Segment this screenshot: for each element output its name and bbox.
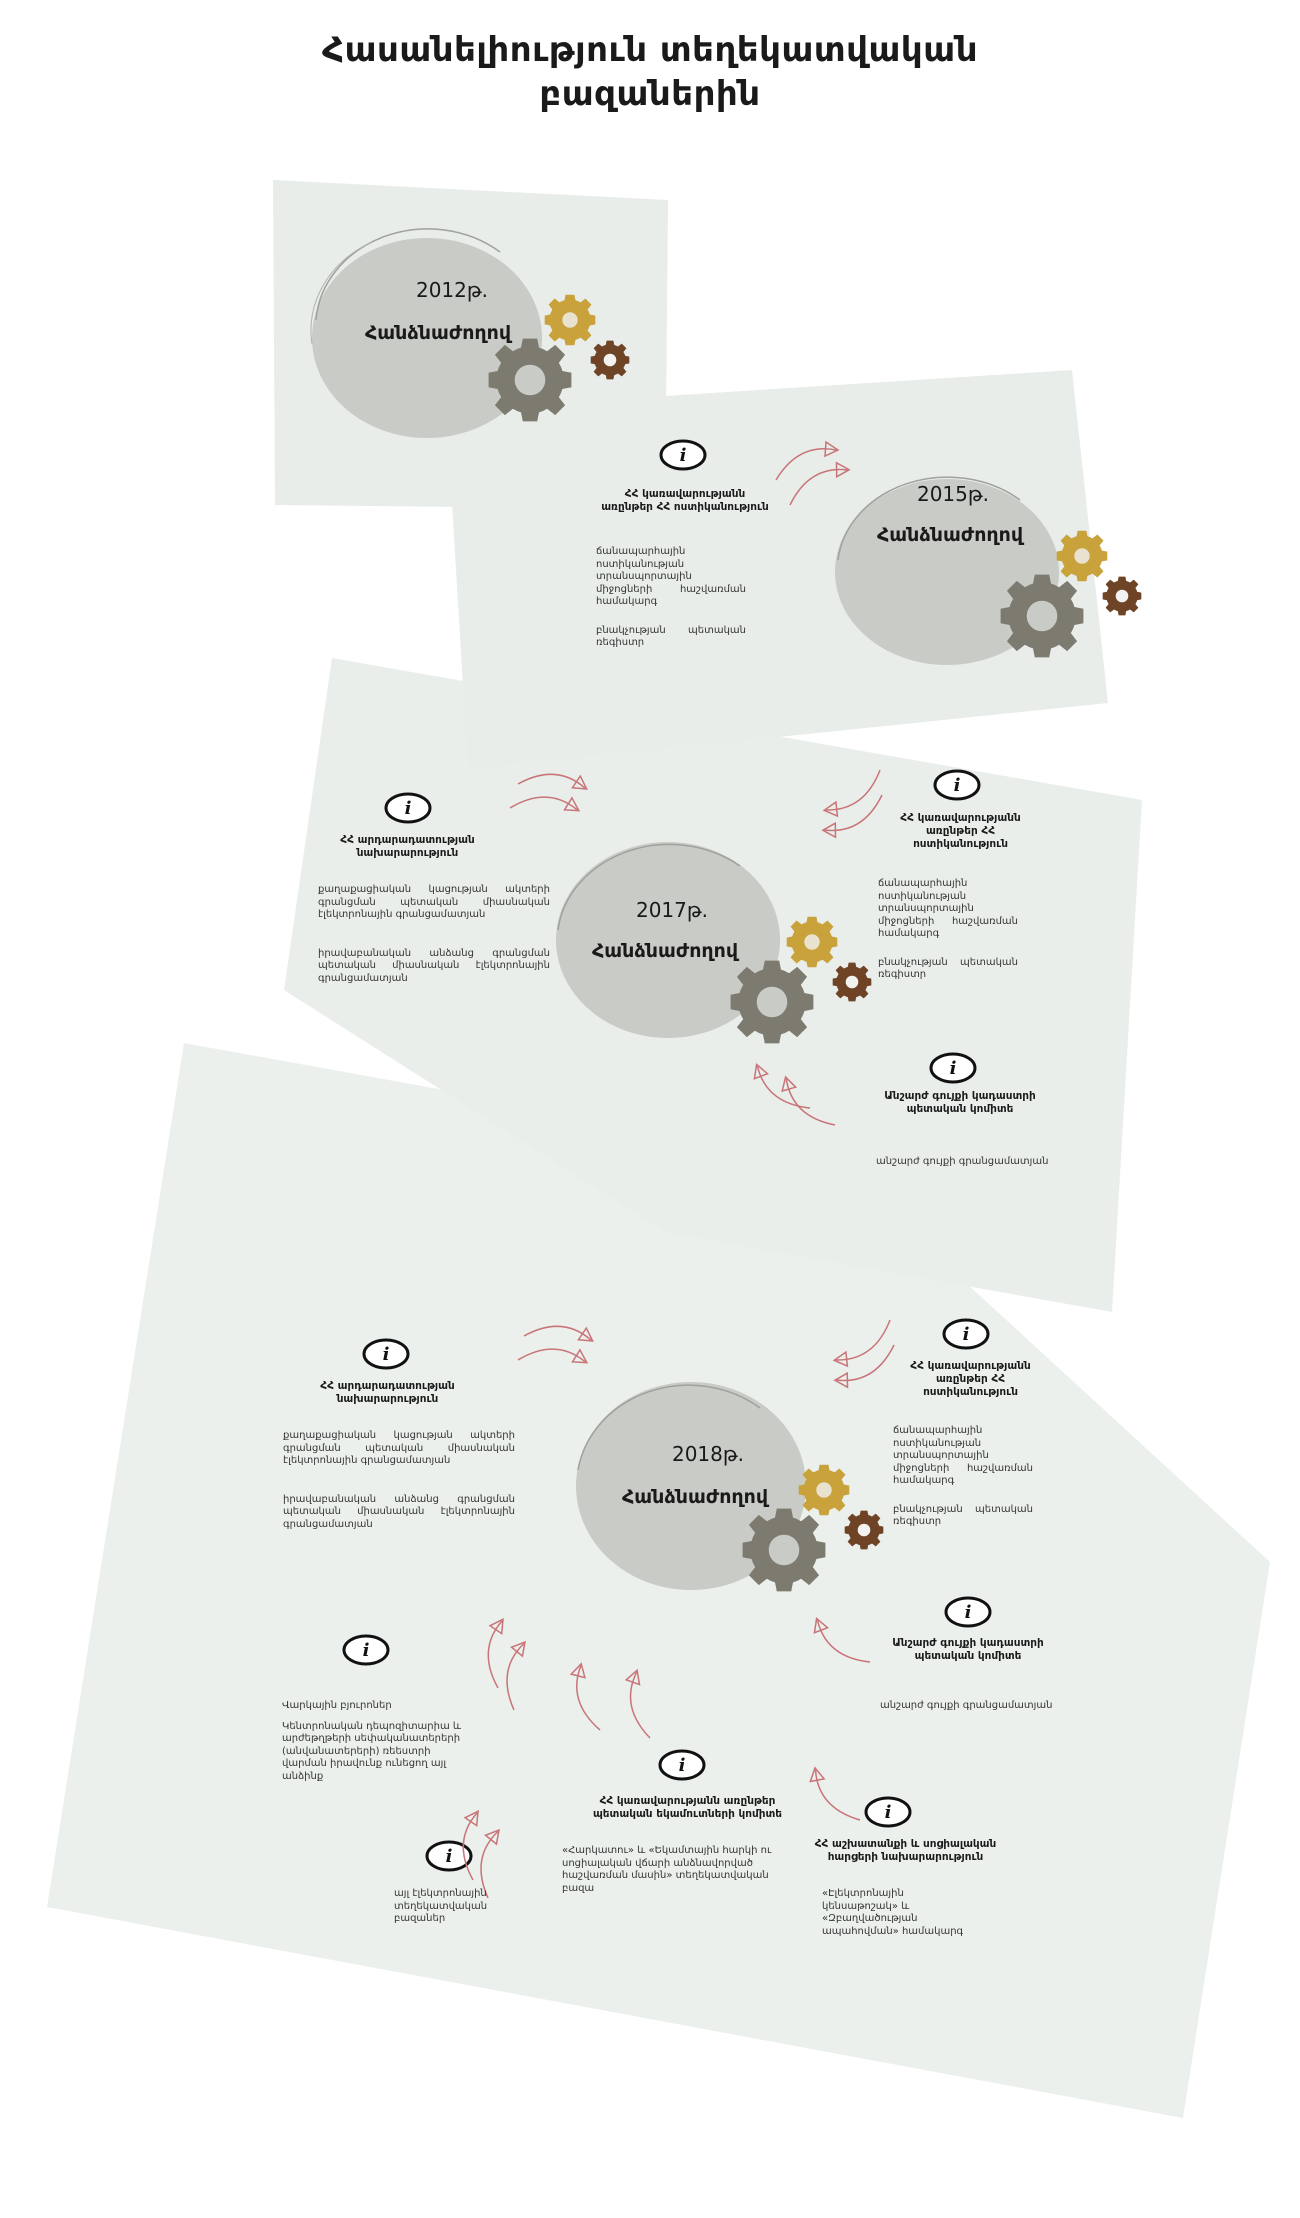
panel-2015 bbox=[447, 370, 1108, 769]
page-title-line1: Հասանելիություն տեղեկատվական bbox=[321, 30, 979, 70]
info-icon bbox=[659, 439, 707, 471]
page-title-line2: բազաներին bbox=[539, 74, 761, 114]
info-icon bbox=[384, 792, 432, 824]
agency-justice: ՀՀ արդարադատության նախարարություն bbox=[320, 1380, 455, 1405]
agency-labor: ՀՀ աշխատանքի և սոցիալական հարցերի նախարա… bbox=[814, 1838, 997, 1863]
agency-police: ՀՀ կառավարությանն առընթեր ՀՀ ոստիկանությ… bbox=[601, 488, 769, 513]
info-icon bbox=[929, 1052, 977, 1084]
db-traffic: ճանապարհային ոստիկանության տրանսպորտային… bbox=[878, 878, 1018, 939]
db-legal-entities: իրավաբանական անձանց գրանցման պետական միա… bbox=[318, 947, 550, 984]
db-property: անշարժ գույքի գրանցամատյան bbox=[880, 1700, 1053, 1711]
info-icon bbox=[342, 1634, 390, 1666]
info-icon bbox=[933, 769, 981, 801]
page-title: Հասանելիություն տեղեկատվական բազաներին bbox=[0, 28, 1300, 116]
stage-label-2017: Հանձնաժողով bbox=[591, 940, 739, 962]
info-icon bbox=[864, 1796, 912, 1828]
db-population: բնակչության պետական ռեգիստր bbox=[893, 1503, 1033, 1528]
info-icon bbox=[944, 1596, 992, 1628]
db-legal-entities: իրավաբանական անձանց գրանցման պետական միա… bbox=[283, 1493, 515, 1530]
db-population: բնակչության պետական ռեգիստր bbox=[596, 624, 746, 649]
agency-revenue: ՀՀ կառավարությանն առընթեր պետական եկամու… bbox=[592, 1795, 783, 1820]
db-traffic: ճանապարհային ոստիկանության տրանսպորտային… bbox=[596, 546, 746, 607]
agency-police: ՀՀ կառավարությանն առընթեր ՀՀ ոստիկանությ… bbox=[910, 1360, 1031, 1398]
year-2012: 2012թ. bbox=[415, 278, 489, 302]
db-civil-status: քաղաքացիական կացության ակտերի գրանցման պ… bbox=[283, 1430, 515, 1466]
agency-state-property: Անշարժ գույքի կադաստրի պետական կոմիտե bbox=[884, 1090, 1036, 1115]
db-property: անշարժ գույքի գրանցամատյան bbox=[876, 1156, 1049, 1167]
db-social: «Էլեկտրոնային կենսաթոշակ» և «Զբաղվածությ… bbox=[822, 1888, 964, 1937]
db-list-2018-police: ճանապարհային ոստիկանության տրանսպորտային… bbox=[893, 1425, 1033, 1545]
stage-label-2015: Հանձնաժողով bbox=[876, 524, 1024, 546]
db-list-2017-justice: քաղաքացիական կացության ակտերի գրանցման պ… bbox=[318, 884, 550, 1001]
agency-police: ՀՀ կառավարությանն առընթեր ՀՀ ոստիկանությ… bbox=[900, 812, 1021, 850]
db-list-2017-police: ճանապարհային ոստիկանության տրանսպորտային… bbox=[878, 878, 1018, 998]
db-population: բնակչության պետական ռեգիստր bbox=[878, 956, 1018, 981]
agency-justice: ՀՀ արդարադատության նախարարություն bbox=[340, 834, 475, 859]
db-other: այլ էլեկտրոնային տեղեկատվական բազաներ bbox=[394, 1888, 488, 1924]
db-list-2015: ճանապարհային ոստիկանության տրանսպորտային… bbox=[596, 546, 746, 666]
db-civil-status: քաղաքացիական կացության ակտերի գրանցման պ… bbox=[318, 884, 550, 920]
circle-2018 bbox=[576, 1382, 806, 1590]
db-credit-bureau: Վարկային բյուրոներ bbox=[282, 1700, 392, 1711]
info-icon bbox=[362, 1338, 410, 1370]
info-icon bbox=[942, 1318, 990, 1350]
agency-state-property: Անշարժ գույքի կադաստրի պետական կոմիտե bbox=[892, 1637, 1044, 1662]
info-icon bbox=[658, 1749, 706, 1781]
circle-2012 bbox=[312, 238, 542, 438]
db-central-depository: Կենտրոնական դեպոզիտարիա և արժեթղթերի սեփ… bbox=[282, 1720, 462, 1782]
year-2018: 2018թ. bbox=[671, 1442, 745, 1466]
circle-2017 bbox=[556, 842, 780, 1038]
year-2017: 2017թ. bbox=[635, 898, 709, 922]
db-traffic: ճանապարհային ոստիկանության տրանսպորտային… bbox=[893, 1425, 1033, 1486]
stage-label-2012: Հանձնաժողով bbox=[364, 322, 512, 344]
db-list-2018-justice: քաղաքացիական կացության ակտերի գրանցման պ… bbox=[283, 1430, 515, 1547]
year-2015: 2015թ. bbox=[916, 482, 990, 506]
db-list-2018-banks: Վարկային բյուրոներ Կենտրոնական դեպոզիտար… bbox=[282, 1700, 462, 1799]
stage-label-2018: Հանձնաժողով bbox=[621, 1486, 769, 1508]
db-tax: «Հարկատու» և «Եկամտային հարկի ու սոցիալա… bbox=[562, 1845, 772, 1894]
